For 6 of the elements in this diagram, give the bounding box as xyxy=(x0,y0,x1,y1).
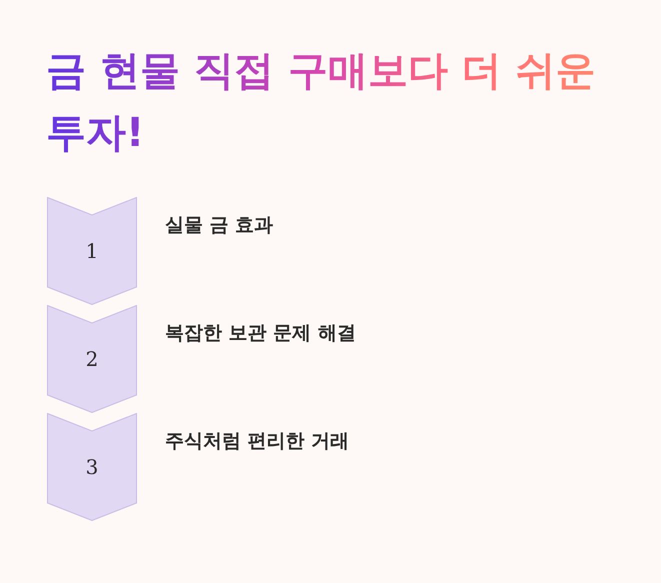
step-number: 3 xyxy=(84,455,100,479)
step-number: 1 xyxy=(84,239,100,263)
step-label: 실물 금 효과 xyxy=(165,213,274,238)
step-label: 복잡한 보관 문제 해결 xyxy=(165,321,356,346)
step-number: 2 xyxy=(84,347,100,371)
step-label: 주식처럼 편리한 거래 xyxy=(165,429,350,454)
